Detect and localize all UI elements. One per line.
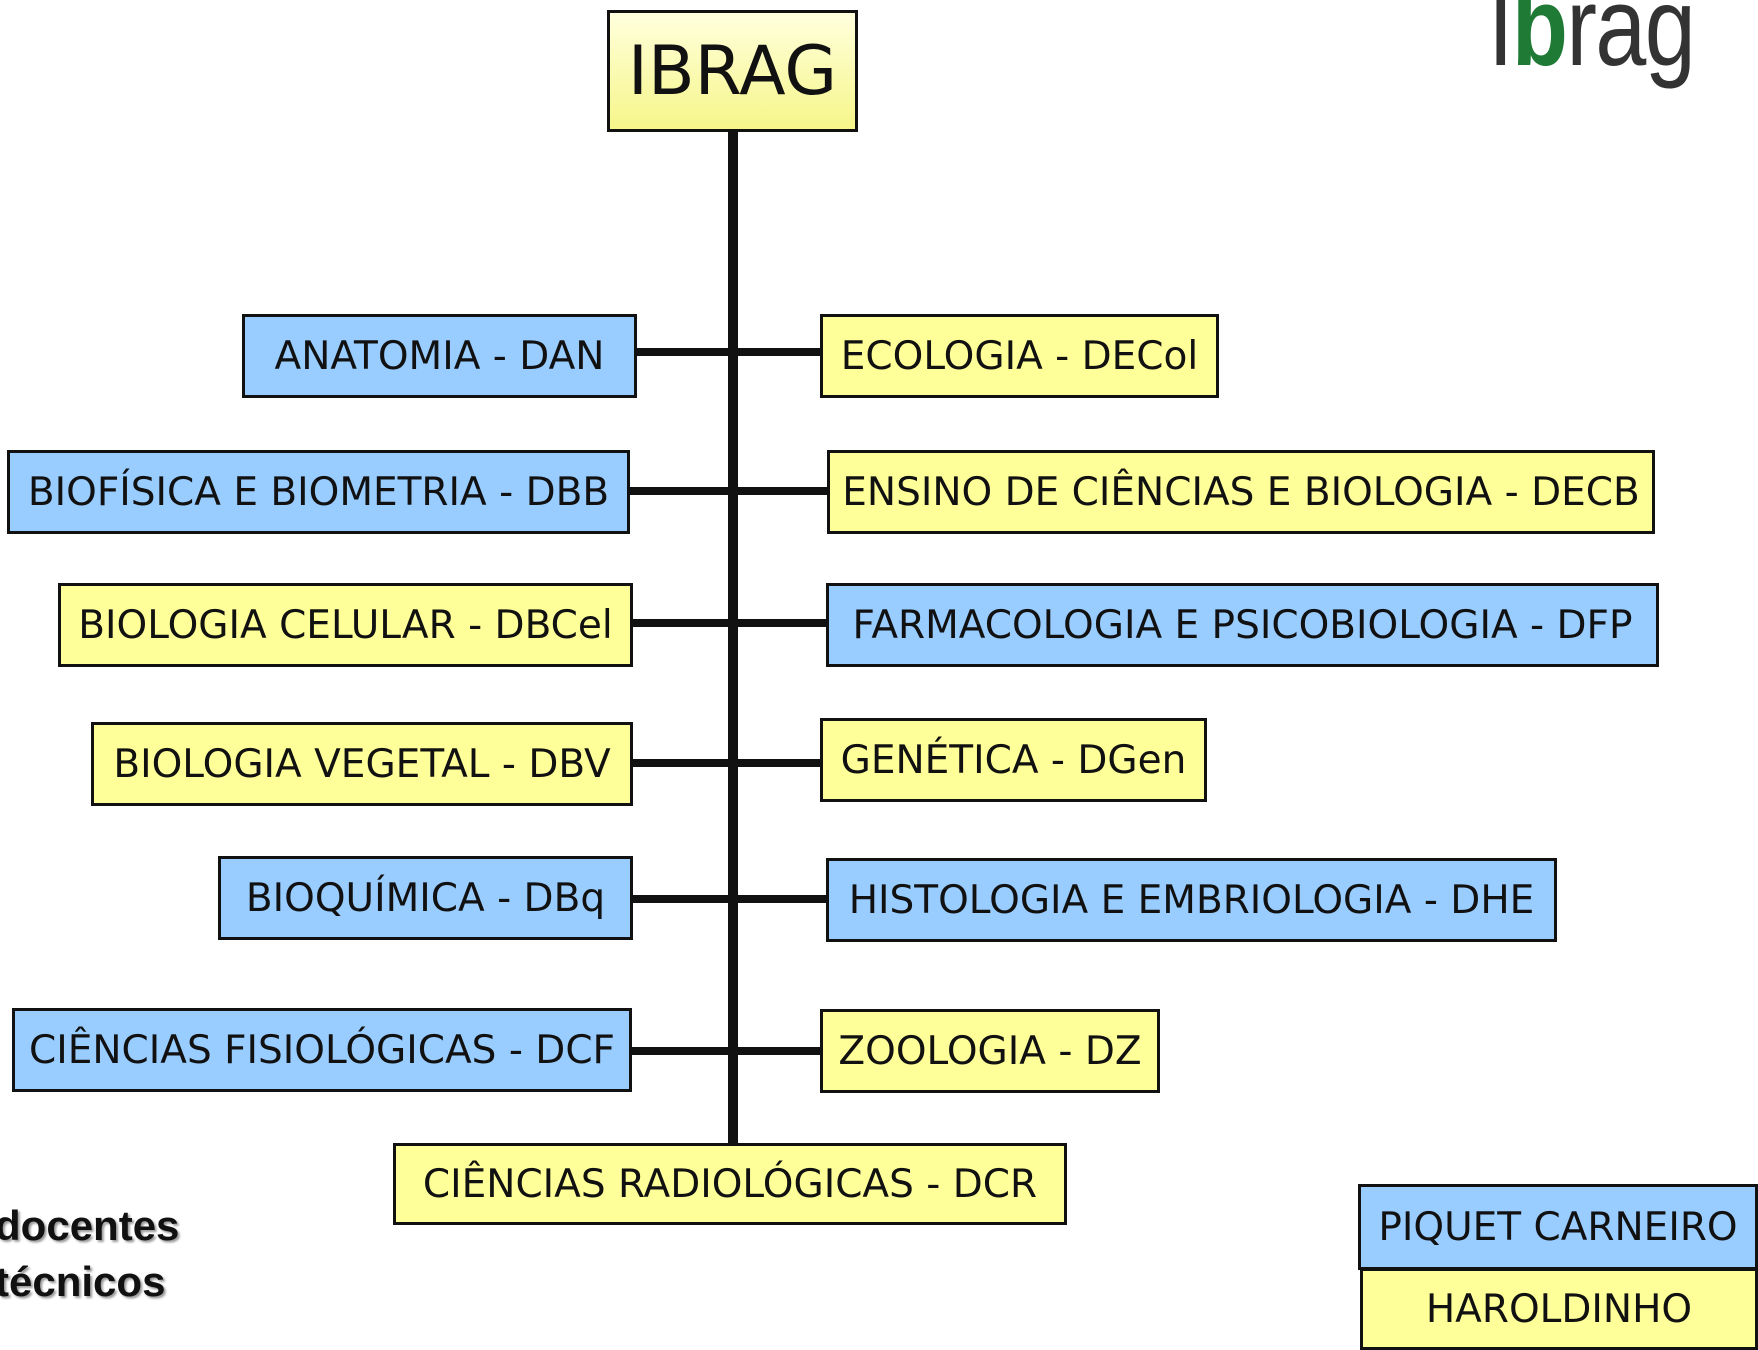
legend-label: PIQUET CARNEIRO xyxy=(1378,1204,1738,1250)
root-label: IBRAG xyxy=(627,31,838,111)
connector-right-4 xyxy=(733,895,826,903)
connector-right-1 xyxy=(733,487,827,495)
connector-right-3 xyxy=(733,759,820,767)
dept-biologia-vegetal: BIOLOGIA VEGETAL - DBV xyxy=(91,722,633,806)
dept-label: ZOOLOGIA - DZ xyxy=(838,1028,1142,1074)
trunk-line xyxy=(728,130,738,1148)
logo-text-accent: b xyxy=(1511,0,1568,89)
legend-haroldinho: HAROLDINHO xyxy=(1360,1268,1758,1350)
dept-ciencias-radiologicas: CIÊNCIAS RADIOLÓGICAS - DCR xyxy=(393,1143,1067,1225)
dept-genetica: GENÉTICA - DGen xyxy=(820,718,1207,802)
dept-label: BIOLOGIA VEGETAL - DBV xyxy=(113,741,611,787)
dept-label: ANATOMIA - DAN xyxy=(274,333,605,379)
dept-zoologia: ZOOLOGIA - DZ xyxy=(820,1009,1160,1093)
dept-farmacologia: FARMACOLOGIA E PSICOBIOLOGIA - DFP xyxy=(826,583,1659,667)
dept-label: BIOLOGIA CELULAR - DBCel xyxy=(78,602,613,648)
logo-text-pre: I xyxy=(1488,0,1514,89)
connector-right-2 xyxy=(733,619,826,627)
dept-label: GENÉTICA - DGen xyxy=(840,737,1187,783)
ibrag-logo: Ibrag xyxy=(1488,0,1696,91)
dept-label: FARMACOLOGIA E PSICOBIOLOGIA - DFP xyxy=(852,602,1633,648)
dept-biologia-celular: BIOLOGIA CELULAR - DBCel xyxy=(58,583,633,667)
dept-biofisica: BIOFÍSICA E BIOMETRIA - DBB xyxy=(7,450,630,534)
dept-label: ENSINO DE CIÊNCIAS E BIOLOGIA - DECB xyxy=(842,469,1640,515)
dept-ensino-ciencias: ENSINO DE CIÊNCIAS E BIOLOGIA - DECB xyxy=(827,450,1655,534)
dept-label: ECOLOGIA - DECol xyxy=(840,333,1199,379)
root-node-ibrag: IBRAG xyxy=(607,10,858,132)
connector-left-3 xyxy=(633,759,733,767)
dept-label: BIOQUÍMICA - DBq xyxy=(245,875,606,921)
logo-text-post: rag xyxy=(1566,0,1695,89)
connector-left-0 xyxy=(637,348,733,356)
dept-anatomia: ANATOMIA - DAN xyxy=(242,314,637,398)
stat-tecnicos: 3 técnicos xyxy=(0,1258,166,1305)
dept-label: CIÊNCIAS FISIOLÓGICAS - DCF xyxy=(29,1027,615,1073)
dept-label: BIOFÍSICA E BIOMETRIA - DBB xyxy=(27,469,610,515)
stat-docentes: 2 docentes xyxy=(0,1202,180,1249)
legend-piquet-carneiro: PIQUET CARNEIRO xyxy=(1358,1184,1758,1270)
connector-left-4 xyxy=(633,895,733,903)
legend-label: HAROLDINHO xyxy=(1425,1286,1693,1332)
dept-label: CIÊNCIAS RADIOLÓGICAS - DCR xyxy=(422,1161,1038,1207)
connector-right-5 xyxy=(733,1047,820,1055)
connector-left-5 xyxy=(632,1047,733,1055)
dept-ecologia: ECOLOGIA - DECol xyxy=(820,314,1219,398)
connector-left-1 xyxy=(630,487,733,495)
dept-histologia: HISTOLOGIA E EMBRIOLOGIA - DHE xyxy=(826,858,1557,942)
dept-ciencias-fisiologicas: CIÊNCIAS FISIOLÓGICAS - DCF xyxy=(12,1008,632,1092)
connector-left-2 xyxy=(633,619,733,627)
dept-label: HISTOLOGIA E EMBRIOLOGIA - DHE xyxy=(848,877,1535,923)
dept-bioquimica: BIOQUÍMICA - DBq xyxy=(218,856,633,940)
connector-right-0 xyxy=(733,348,821,356)
